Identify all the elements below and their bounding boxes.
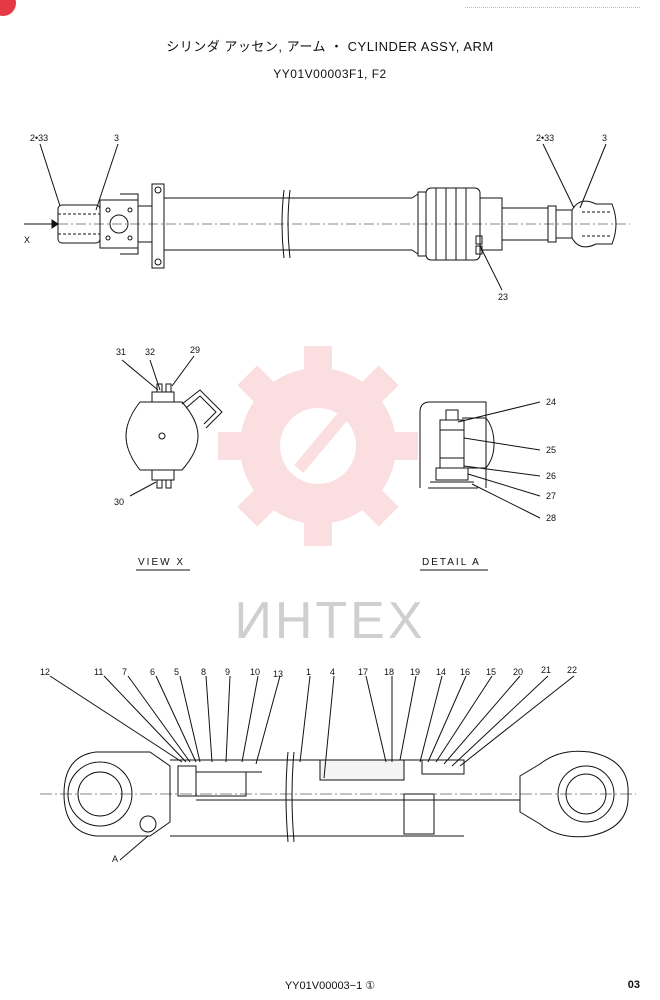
label-22: 22 xyxy=(567,665,577,675)
label-18: 18 xyxy=(384,667,394,677)
label-3-left: 3 xyxy=(114,133,119,143)
detail-a-drawing xyxy=(419,401,541,571)
header-rule xyxy=(465,7,640,8)
cylinder-section-view xyxy=(40,675,636,861)
label-4: 4 xyxy=(330,667,335,677)
cylinder-top-view xyxy=(24,143,630,291)
label-16: 16 xyxy=(460,667,470,677)
label-5: 5 xyxy=(174,667,179,677)
label-6: 6 xyxy=(150,667,155,677)
label-10: 10 xyxy=(250,667,260,677)
corner-badge xyxy=(0,0,16,16)
page-title: シリンダ アッセン, アーム ・ CYLINDER ASSY, ARM xyxy=(166,39,494,54)
label-19: 19 xyxy=(410,667,420,677)
label-17: 17 xyxy=(358,667,368,677)
label-1: 1 xyxy=(306,667,311,677)
label-29: 29 xyxy=(190,345,200,355)
view-x-caption: VIEW X xyxy=(138,557,185,568)
label-24: 24 xyxy=(546,397,556,407)
label-15: 15 xyxy=(486,667,496,677)
label-25: 25 xyxy=(546,445,556,455)
label-27: 27 xyxy=(546,491,556,501)
label-21: 21 xyxy=(541,665,551,675)
detail-a-marker-label: A xyxy=(112,854,118,864)
label-2-33-right: 2•33 xyxy=(536,133,554,143)
label-9: 9 xyxy=(225,667,230,677)
label-20: 20 xyxy=(513,667,523,677)
label-26: 26 xyxy=(546,471,556,481)
label-7: 7 xyxy=(122,667,127,677)
label-14: 14 xyxy=(436,667,446,677)
view-x-arrow-label: X xyxy=(24,235,30,245)
label-23: 23 xyxy=(498,292,508,302)
label-2-33-left: 2•33 xyxy=(30,133,48,143)
label-30: 30 xyxy=(114,497,124,507)
watermark-logo xyxy=(218,346,418,546)
label-12: 12 xyxy=(40,667,50,677)
page-number: 03 xyxy=(627,979,640,991)
label-11: 11 xyxy=(94,667,103,677)
label-8: 8 xyxy=(201,667,206,677)
watermark-text: ИНТЕХ xyxy=(234,592,425,650)
detail-a-caption: DETAIL A xyxy=(422,557,481,568)
page-subtitle: YY01V00003F1, F2 xyxy=(273,67,387,81)
label-32: 32 xyxy=(145,347,155,357)
view-x-drawing xyxy=(121,355,223,571)
label-31: 31 xyxy=(116,347,126,357)
label-13: 13 xyxy=(273,669,283,679)
label-28: 28 xyxy=(546,513,556,523)
drawing-code: YY01V00003−1 ① xyxy=(284,980,376,992)
label-3-right: 3 xyxy=(602,133,607,143)
